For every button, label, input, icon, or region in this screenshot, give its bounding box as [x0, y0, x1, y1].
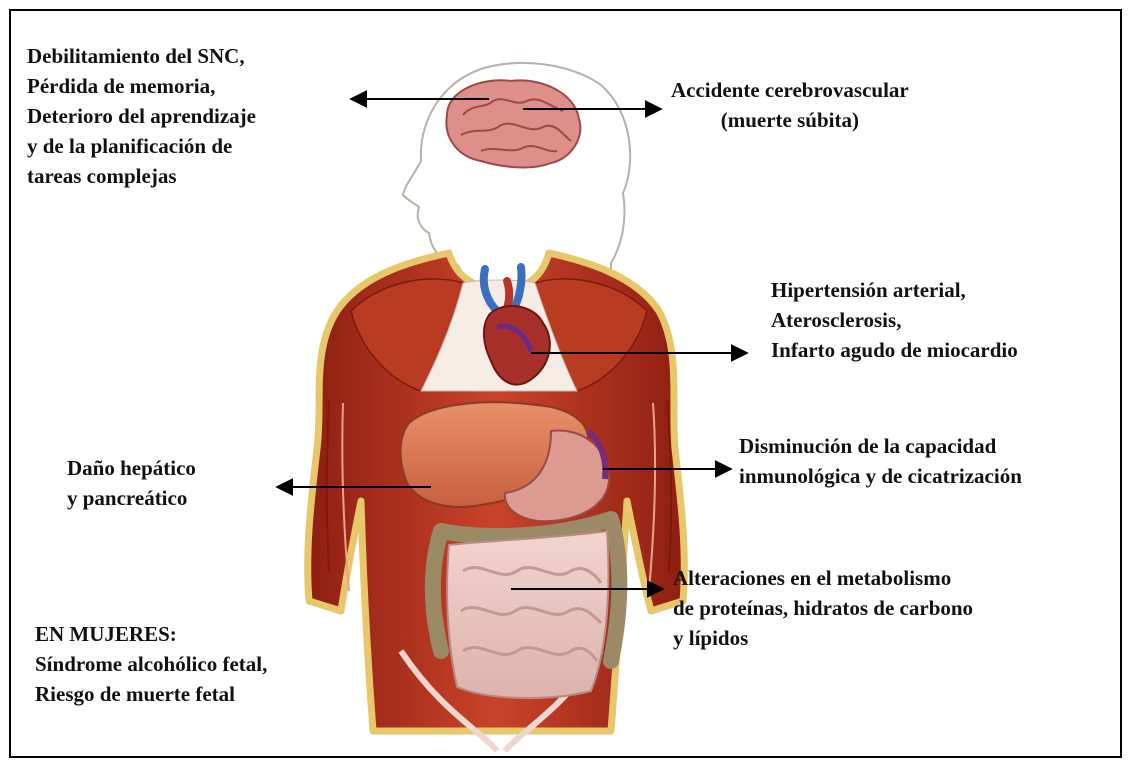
women-line-2: Síndrome alcohólico fetal,: [35, 649, 267, 679]
immune-effects-label: Disminución de la capacidad inmunológica…: [739, 431, 1022, 491]
cns-effects-label: Debilitamiento del SNC, Pérdida de memor…: [27, 41, 256, 191]
cns-line-3: Deterioro del aprendizaje: [27, 101, 256, 131]
liver-line-2: y pancreático: [67, 483, 196, 513]
stroke-line-1: Accidente cerebrovascular: [671, 75, 909, 105]
heart-line-1: Hipertensión arterial,: [771, 275, 1018, 305]
cns-line-1: Debilitamiento del SNC,: [27, 41, 256, 71]
heart-effects-label: Hipertensión arterial, Aterosclerosis, I…: [771, 275, 1018, 365]
brain-icon: [446, 80, 580, 167]
heart-line-3: Infarto agudo de miocardio: [771, 335, 1018, 365]
heart-line-2: Aterosclerosis,: [771, 305, 1018, 335]
immune-line-2: inmunológica y de cicatrización: [739, 461, 1022, 491]
cns-line-2: Pérdida de memoria,: [27, 71, 256, 101]
figure-frame: Debilitamiento del SNC, Pérdida de memor…: [9, 9, 1122, 758]
metabolism-line-2: de proteínas, hidratos de carbono: [673, 593, 973, 623]
cns-line-4: y de la planificación de: [27, 131, 256, 161]
liver-line-1: Daño hepático: [67, 453, 196, 483]
metabolism-effects-label: Alteraciones en el metabolismo de proteí…: [673, 563, 973, 653]
metabolism-line-1: Alteraciones en el metabolismo: [673, 563, 973, 593]
metabolism-line-3: y lípidos: [673, 623, 973, 653]
immune-line-1: Disminución de la capacidad: [739, 431, 1022, 461]
stroke-line-2: (muerte súbita): [671, 105, 909, 135]
women-line-3: Riesgo de muerte fetal: [35, 679, 267, 709]
cns-line-5: tareas complejas: [27, 161, 256, 191]
women-line-1: EN MUJERES:: [35, 619, 267, 649]
liver-effects-label: Daño hepático y pancreático: [67, 453, 196, 513]
intestines-icon: [447, 531, 608, 698]
stroke-label: Accidente cerebrovascular (muerte súbita…: [671, 75, 909, 135]
women-effects-label: EN MUJERES: Síndrome alcohólico fetal, R…: [35, 619, 267, 709]
